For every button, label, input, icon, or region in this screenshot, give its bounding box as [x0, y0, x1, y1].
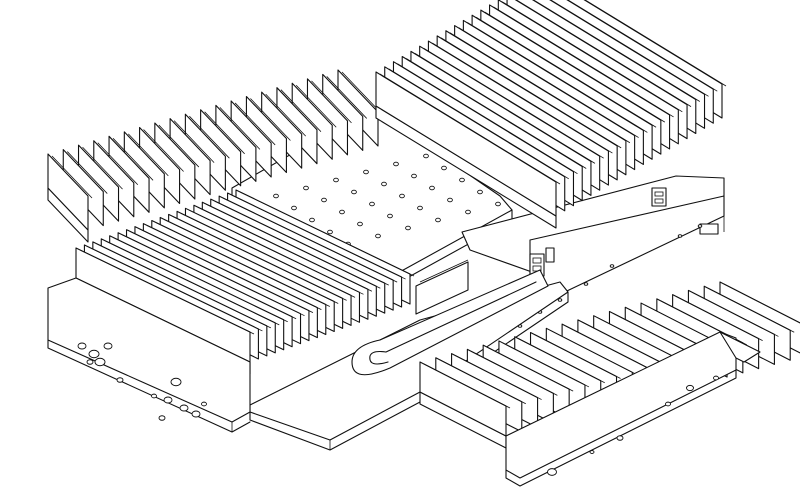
mounting-hole — [459, 177, 465, 183]
mounting-hole — [201, 401, 207, 407]
mounting-hole — [441, 165, 447, 171]
heatsink-fin — [108, 135, 150, 213]
mounting-hole — [363, 169, 369, 175]
heatsink-fin — [47, 153, 89, 231]
mounting-hole — [351, 189, 357, 195]
mounting-hole — [86, 359, 94, 365]
end-panel-left — [47, 277, 251, 433]
heatsink-fin — [230, 100, 272, 178]
mounting-hole — [309, 217, 315, 223]
heatsink-fin — [291, 82, 333, 160]
mounting-hole — [158, 415, 166, 421]
mounting-hole — [557, 298, 563, 302]
mounting-hole — [327, 229, 333, 235]
mounting-hole — [547, 468, 557, 476]
heatsink-fin — [169, 118, 211, 196]
mounting-hole — [116, 377, 124, 383]
mounting-hole — [375, 233, 381, 239]
mounting-hole — [77, 342, 87, 350]
mounting-hole — [94, 357, 106, 367]
heatsink-fin — [306, 78, 349, 156]
mounting-hole — [423, 153, 429, 159]
end-panel-right — [505, 331, 761, 487]
heatsink-fin — [154, 122, 196, 200]
heatsink-fin — [62, 149, 104, 227]
mounting-hole — [583, 282, 589, 286]
heatsink-top-right — [375, 0, 727, 229]
heatsink-fin — [245, 95, 287, 174]
mounting-hole — [665, 401, 671, 407]
connector-block-icon — [651, 187, 667, 207]
mounting-hole — [163, 396, 173, 404]
mounting-hole — [589, 450, 595, 454]
mounting-hole — [616, 435, 624, 441]
heatsink-bottom-left — [75, 189, 415, 375]
heatsink-fin — [276, 87, 318, 165]
mounting-hole — [399, 193, 405, 199]
mounting-hole — [495, 201, 501, 207]
mounting-hole — [429, 185, 435, 191]
mounting-hole — [393, 161, 399, 167]
heatsink-fin — [200, 109, 242, 187]
mounting-hole — [609, 264, 615, 268]
mounting-hole — [411, 173, 417, 179]
mounting-hole — [321, 197, 327, 203]
mounting-hole — [303, 185, 309, 191]
mounting-hole — [333, 177, 339, 183]
heatsink-top-left — [47, 69, 383, 243]
mounting-hole — [697, 224, 703, 228]
mounting-hole — [713, 375, 719, 381]
heatsink-fin — [215, 104, 257, 182]
heatsink-fin — [77, 144, 120, 222]
mounting-hole — [686, 384, 694, 392]
heatsink-fin — [93, 140, 135, 218]
mounting-hole — [151, 393, 157, 399]
heatsink-fin — [184, 113, 226, 191]
mounting-hole — [88, 349, 100, 359]
mounting-hole — [447, 197, 453, 203]
mounting-hole — [369, 201, 375, 207]
mounting-hole — [381, 181, 387, 187]
mounting-hole — [179, 404, 189, 412]
mounting-hole — [191, 410, 201, 418]
heatsink-bottom-right — [419, 281, 800, 449]
mounting-hole — [103, 342, 113, 350]
mounting-hole — [405, 225, 411, 231]
mounting-hole — [273, 193, 279, 199]
heatsink-fin — [123, 131, 165, 209]
heatsink-fin — [322, 73, 364, 151]
mounting-hole — [465, 209, 471, 215]
mounting-hole — [677, 234, 683, 238]
mounting-hole — [291, 205, 297, 211]
side-rail-right — [461, 175, 725, 328]
mounting-hole — [170, 377, 182, 387]
mounting-hole — [357, 221, 363, 227]
mounting-hole — [339, 209, 345, 215]
u-bend-tube-module — [249, 259, 569, 451]
mounting-hole — [435, 217, 441, 223]
mounting-hole — [387, 213, 393, 219]
heatsink-fin — [261, 91, 303, 169]
mounting-hole — [417, 205, 423, 211]
heatsink-fin — [139, 126, 181, 205]
mounting-hole — [477, 189, 483, 195]
